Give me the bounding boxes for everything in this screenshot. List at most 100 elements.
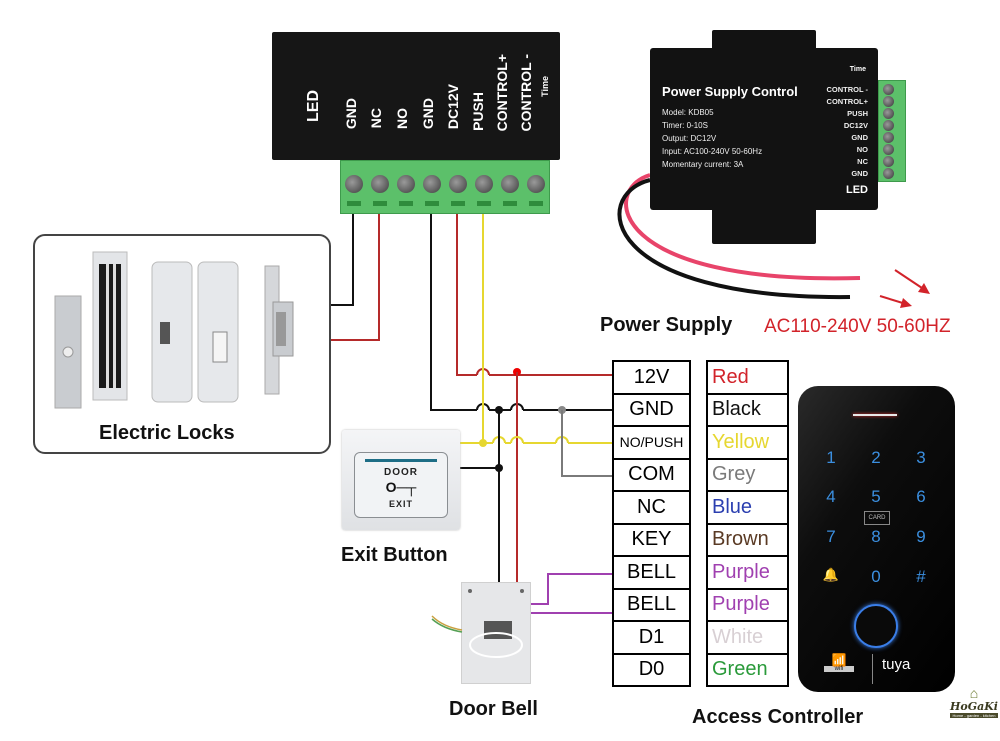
psu-spec: Model: KDB05 bbox=[662, 108, 714, 117]
pin-cell: D0 bbox=[612, 652, 691, 687]
power-supply-unit: Time Power Supply Control Model: KDB05 T… bbox=[650, 48, 878, 210]
arrow-icon bbox=[918, 283, 930, 294]
junction-push bbox=[479, 439, 487, 447]
psu-terminal-label: DC12V bbox=[843, 121, 868, 130]
color-row: Blue bbox=[706, 490, 789, 525]
psu-terminal-label: GND bbox=[851, 133, 868, 142]
pin-row: GND bbox=[612, 392, 691, 427]
pin-cell: D1 bbox=[612, 620, 691, 655]
door-bell-label: Door Bell bbox=[449, 698, 538, 720]
keypad-key-3[interactable]: 3 bbox=[916, 448, 926, 467]
pin-cell: NO/PUSH bbox=[612, 425, 691, 460]
terminal-block bbox=[340, 160, 550, 214]
color-row: Grey bbox=[706, 457, 789, 492]
psu-title: Power Supply Control bbox=[662, 84, 798, 99]
exit-button-text-top: DOOR bbox=[384, 467, 418, 478]
pin-cell: BELL bbox=[612, 555, 691, 590]
screw-icon bbox=[371, 175, 389, 193]
bell-key-icon[interactable]: 🔔 bbox=[822, 567, 840, 582]
color-row: Purple bbox=[706, 587, 789, 622]
wire-color-cell: Yellow bbox=[706, 425, 789, 460]
keypad-key-1[interactable]: 1 bbox=[826, 448, 836, 467]
power-supply-label: Power Supply bbox=[600, 314, 733, 336]
wire-color-cell: Grey bbox=[706, 457, 789, 492]
wire-com bbox=[561, 410, 612, 477]
terminal-label-gnd: GND bbox=[420, 98, 436, 130]
pin-row: NO/PUSH bbox=[612, 425, 691, 460]
color-row: White bbox=[706, 620, 789, 655]
pin-row: D0 bbox=[612, 652, 691, 687]
bell-cable-icon bbox=[468, 589, 524, 658]
pin-row: 12V bbox=[612, 360, 691, 395]
door-bell-device bbox=[461, 582, 531, 684]
keypad-key-2[interactable]: 2 bbox=[871, 448, 881, 467]
terminal-label-nc: NC bbox=[368, 108, 384, 129]
keypad-key-4[interactable]: 4 bbox=[826, 487, 836, 506]
psu-terminal-label: CONTROL+ bbox=[826, 97, 868, 106]
psu-terminal-label: NC bbox=[857, 157, 868, 166]
wire-12v bbox=[456, 212, 477, 376]
divider bbox=[872, 654, 873, 684]
color-row: Yellow bbox=[706, 425, 789, 460]
psu-terminal-label: CONTROL - bbox=[826, 85, 868, 94]
leaf-house-icon: ⌂ bbox=[969, 685, 979, 701]
wire-color-cell: Black bbox=[706, 392, 789, 427]
pin-cell: KEY bbox=[612, 522, 691, 557]
keypad-key-8[interactable]: 8 bbox=[871, 527, 881, 546]
power-input-label: AC110-240V 50-60HZ bbox=[764, 316, 951, 337]
hogaki-logo: ⌂ HoGaKi Home - garden - kitchen bbox=[950, 686, 998, 718]
exit-button-label: Exit Button bbox=[341, 544, 448, 566]
psu-spec: Timer: 0-10S bbox=[662, 121, 708, 130]
wire-color-cell: Green bbox=[706, 652, 789, 687]
pin-row: COM bbox=[612, 457, 691, 492]
electric-locks-panel: Electric Locks bbox=[33, 234, 331, 454]
key-icon: O─┬ bbox=[385, 479, 417, 495]
pin-row: D1 bbox=[612, 620, 691, 655]
terminal-label-push: PUSH bbox=[470, 92, 486, 131]
wire-color-cell: Purple bbox=[706, 555, 789, 590]
fingerprint-sensor[interactable] bbox=[854, 604, 898, 648]
pin-cell: GND bbox=[612, 392, 691, 427]
wire-lock-black bbox=[328, 212, 354, 306]
keypad-key-9[interactable]: 9 bbox=[916, 527, 926, 546]
terminal-label-led: LED bbox=[305, 90, 322, 122]
pin-cell: COM bbox=[612, 457, 691, 492]
screw-icon bbox=[423, 175, 441, 193]
access-controller-label: Access Controller bbox=[692, 706, 864, 728]
wifi-icon: 📶 wifi bbox=[824, 654, 854, 672]
psu-terminal-label: NO bbox=[856, 145, 868, 154]
keypad-key-5[interactable]: 5 bbox=[871, 487, 881, 506]
exit-button-device: DOOR O─┬ EXIT bbox=[342, 430, 460, 530]
keypad-key-0[interactable]: 0 bbox=[871, 567, 881, 586]
psu-spec: Input: AC100-240V 50-60Hz bbox=[662, 147, 763, 156]
logo-name: HoGaKi bbox=[950, 700, 998, 713]
color-row: Purple bbox=[706, 555, 789, 590]
time-logo: Time bbox=[540, 76, 550, 97]
indicator-bar bbox=[365, 459, 437, 462]
screw-icon bbox=[527, 175, 545, 193]
keypad-key-7[interactable]: 7 bbox=[826, 527, 836, 546]
arrow-icon bbox=[900, 298, 912, 308]
pin-cell: BELL bbox=[612, 587, 691, 622]
keypad-key-hash[interactable]: # bbox=[916, 567, 926, 586]
wire-color-cell: Red bbox=[706, 360, 789, 395]
wire-gnd bbox=[430, 212, 477, 411]
screw-icon bbox=[475, 175, 493, 193]
wire-color-cell: Blue bbox=[706, 490, 789, 525]
exit-button-text-bottom: EXIT bbox=[388, 499, 413, 509]
card-reader-area: CARD bbox=[864, 511, 890, 525]
status-indicator bbox=[853, 414, 897, 416]
keypad-key-6[interactable]: 6 bbox=[916, 487, 926, 506]
pin-row: BELL bbox=[612, 555, 691, 590]
terminal-label-no: NO bbox=[394, 108, 410, 129]
ac-cable-black bbox=[617, 178, 851, 300]
pin-row: NC bbox=[612, 490, 691, 525]
mounting-tab bbox=[712, 30, 816, 50]
terminal-label-control-minus: CONTROL - bbox=[518, 54, 534, 132]
screw-icon bbox=[345, 175, 363, 193]
wire-color-cell: White bbox=[706, 620, 789, 655]
screw-icon bbox=[397, 175, 415, 193]
